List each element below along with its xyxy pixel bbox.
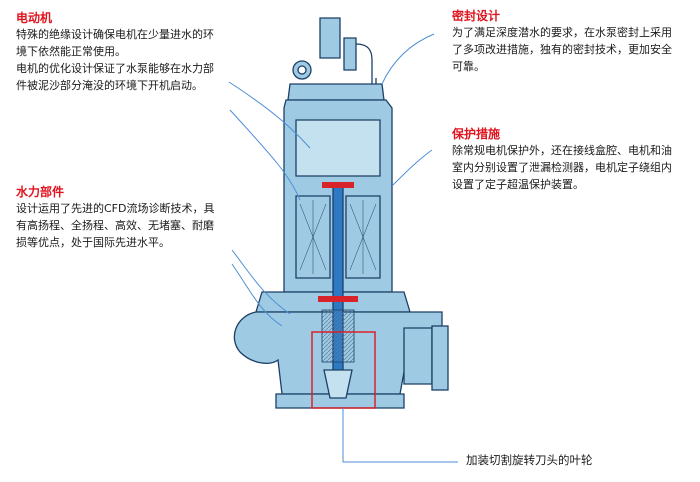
protection-line: 设置了定子超温保护装置。: [452, 178, 584, 191]
protection-callout: 保护措施 除常规电机保护外，还在接线盒腔、电机和油 室内分别设置了泄漏检测器，电…: [452, 126, 672, 193]
stator-winding-detail: [299, 200, 377, 274]
impeller-caption: 加装切割旋转刀头的叶轮: [466, 453, 593, 467]
motor-line: 件被泥沙部分淹没的环境下开机启动。: [16, 79, 203, 92]
protection-line: 室内分别设置了泄漏检测器，电机定子绕组内: [452, 161, 672, 174]
motor-line: 电机的优化设计保证了水泵能够在水力部: [16, 62, 214, 75]
seal-line: 了多项改进措施，独有的密封技术，更加安全: [452, 43, 672, 56]
seal-line: 可靠。: [452, 60, 485, 73]
hydraulic-line: 有高扬程、全扬程、高效、无堵塞、耐磨: [16, 219, 214, 232]
hydraulic-line: 损等优点，处于国际先进水平。: [16, 236, 170, 249]
hydraulic-callout: 水力部件 设计运用了先进的CFD流场诊断技术，具 有高扬程、全扬程、高效、无堵塞…: [16, 184, 214, 251]
motor-line: 特殊的绝缘设计确保电机在少量进水的环: [16, 28, 214, 41]
protection-line: 除常规电机保护外，还在接线盒腔、电机和油: [452, 144, 672, 157]
seal-callout: 密封设计 为了满足深度潜水的要求，在水泵密封上采用 了多项改进措施，独有的密封技…: [452, 8, 672, 75]
seal-hatch: [321, 309, 355, 363]
hydraulic-line: 设计运用了先进的CFD流场诊断技术，具: [16, 202, 215, 215]
bearing-detail: [318, 182, 358, 302]
protection-title: 保护措施: [452, 127, 501, 141]
motor-callout: 电动机 特殊的绝缘设计确保电机在少量进水的环 境下依然能正常使用。 电机的优化设…: [16, 10, 214, 94]
seal-title: 密封设计: [452, 9, 501, 23]
leader-lines: [228, 33, 458, 463]
hydraulic-title: 水力部件: [16, 185, 65, 199]
motor-title: 电动机: [16, 11, 53, 25]
seal-line: 为了满足深度潜水的要求，在水泵密封上采用: [452, 26, 672, 39]
motor-line: 境下依然能正常使用。: [16, 45, 126, 58]
